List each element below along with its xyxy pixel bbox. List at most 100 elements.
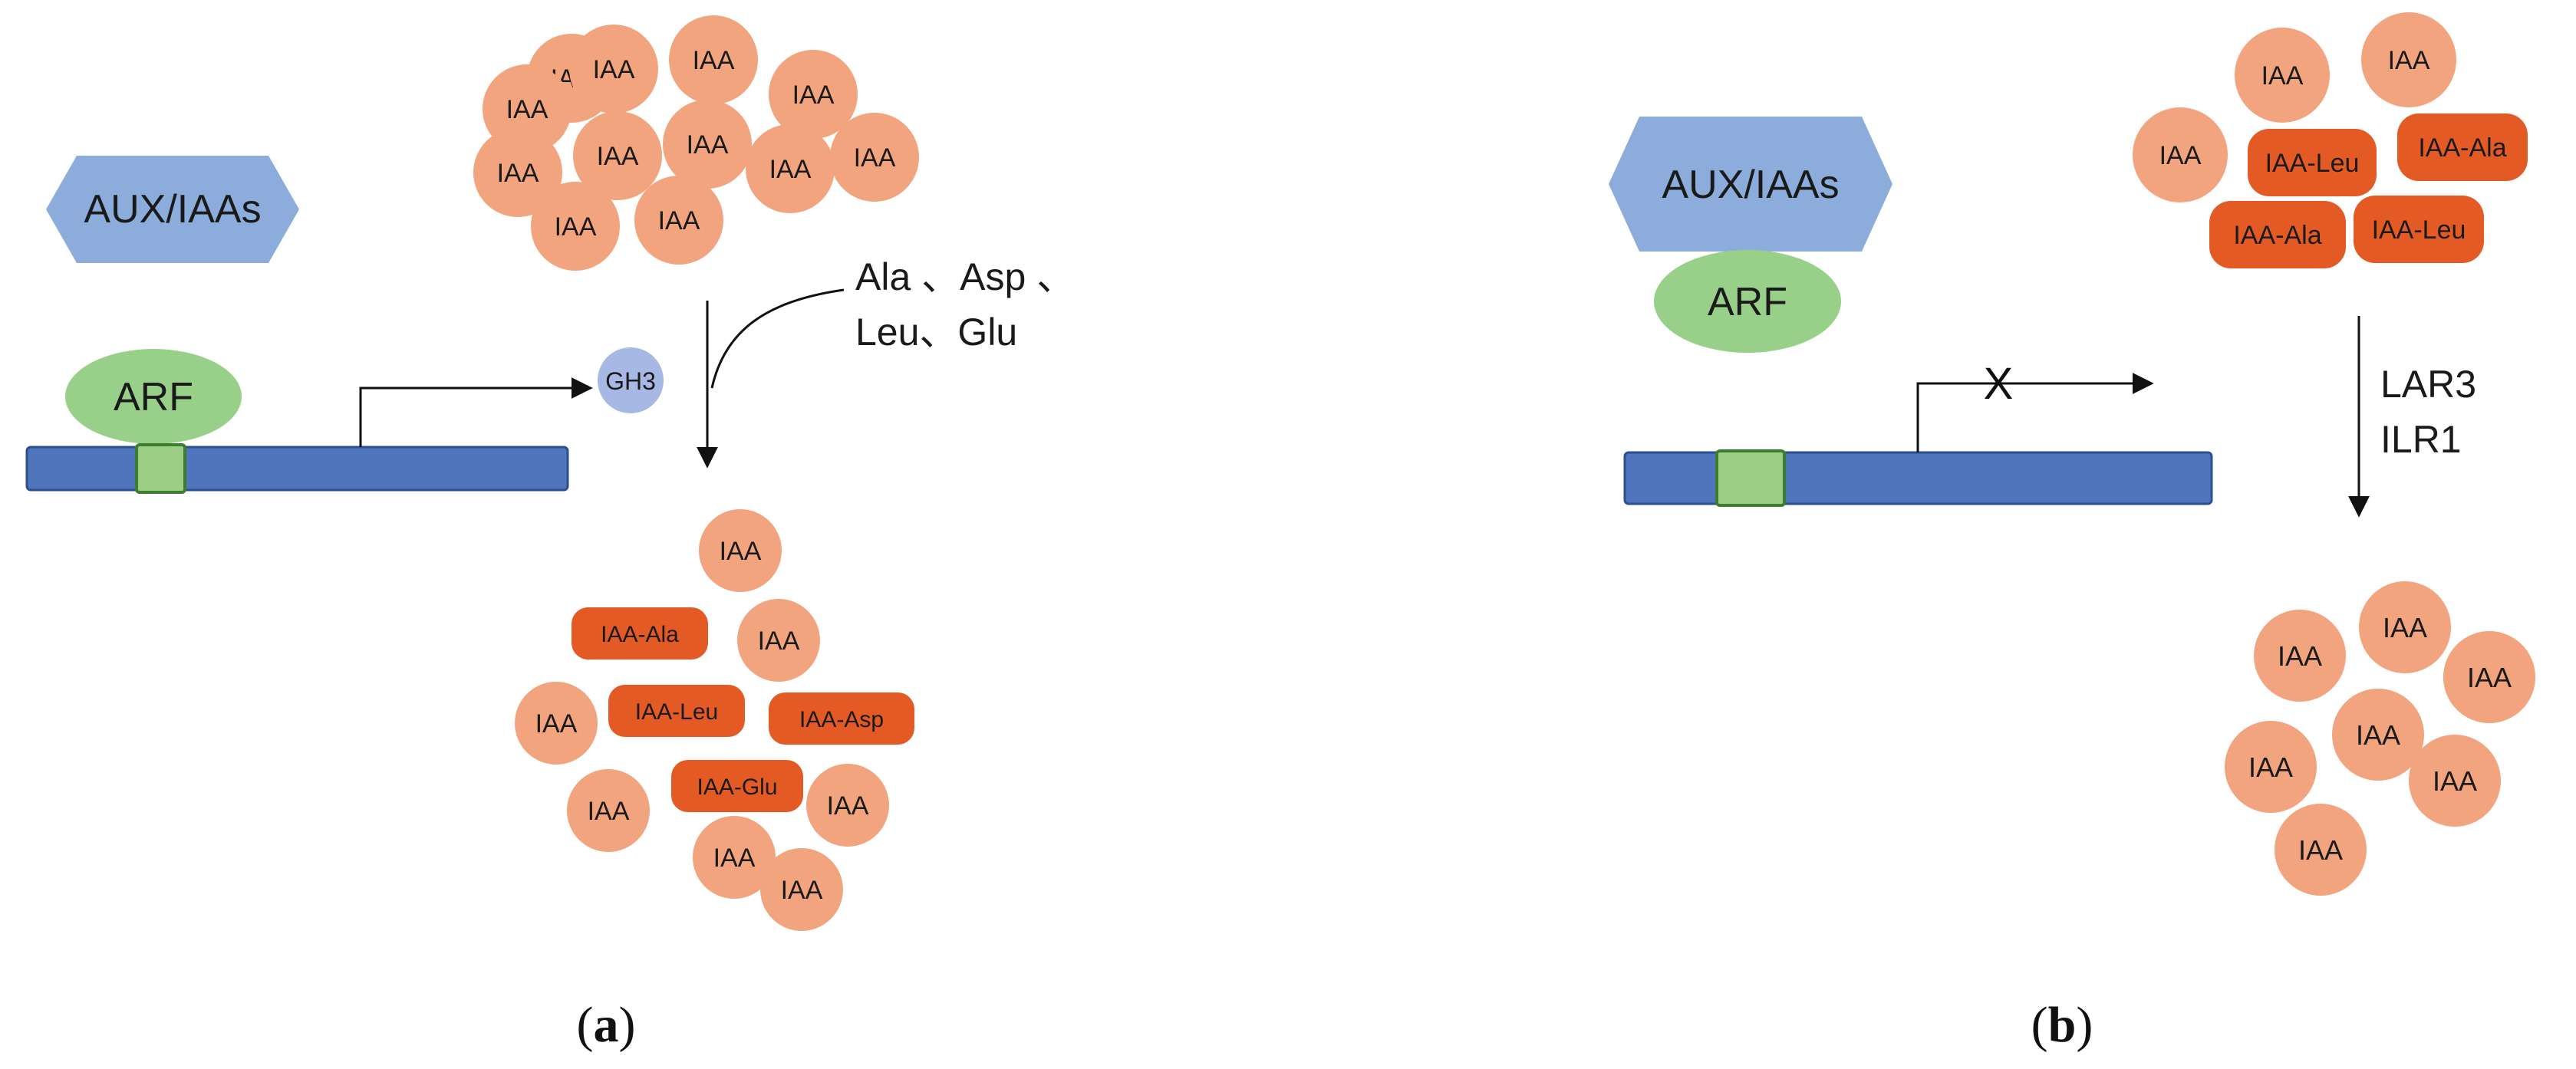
iaa-molecule: IAA bbox=[2254, 610, 2346, 702]
iaa-molecule-shape bbox=[515, 682, 598, 765]
iaa-molecule-label: IAA bbox=[720, 537, 762, 566]
iaa-molecule-label: IAA bbox=[497, 159, 539, 188]
iaa-conjugate-label: IAA-Glu bbox=[697, 775, 777, 800]
amino-acid-input-curve bbox=[710, 288, 845, 389]
aux-iaas-protein: AUX/IAAs bbox=[46, 156, 299, 263]
iaa-molecule-shape bbox=[473, 128, 562, 217]
iaa-molecule-shape bbox=[2275, 804, 2367, 896]
iaa-molecule-shape bbox=[2409, 735, 2501, 827]
iaa-molecule: IAA bbox=[2443, 631, 2535, 723]
iaa-molecule: IAA bbox=[699, 509, 782, 592]
iaa-molecule-label: IAA bbox=[2356, 719, 2400, 751]
iaa-conjugate-label: IAA-Leu bbox=[2265, 149, 2360, 178]
iaa-conjugate-label: IAA-Ala bbox=[2233, 221, 2321, 250]
iaa-conjugate: IAA-Asp bbox=[769, 692, 914, 745]
iaa-molecule: IAA bbox=[569, 25, 658, 113]
iaa-molecule-shape bbox=[634, 176, 723, 265]
arf-label: ARF bbox=[114, 375, 193, 419]
iaa-molecule: IAA bbox=[769, 50, 858, 139]
iaa-molecule-label: IAA bbox=[713, 844, 756, 873]
iaa-molecule: IAA bbox=[515, 682, 598, 765]
iaa-molecule-shape bbox=[2359, 581, 2451, 673]
iaa-conjugate-label: IAA-Leu bbox=[2372, 215, 2466, 245]
ilr1-label: ILR1 bbox=[2380, 418, 2462, 461]
iaa-molecule: IAA bbox=[473, 128, 562, 217]
gh3-circle bbox=[598, 347, 664, 413]
aux-iaas-hexagon-b bbox=[1609, 117, 1892, 252]
iaa-molecule-shape bbox=[806, 764, 889, 847]
iaa-molecule-label: IAA bbox=[2388, 46, 2430, 75]
iaa-conjugate: IAA-Leu bbox=[608, 685, 745, 737]
panel-b-caption: (b) bbox=[2031, 997, 2093, 1053]
iaa-molecule-label: IAA bbox=[658, 206, 700, 235]
iaa-molecule: IAA bbox=[2332, 689, 2424, 781]
iaa-molecule-label: IAA bbox=[593, 55, 635, 84]
arf-protein-b: ARF bbox=[1654, 250, 1841, 353]
iaa-molecule-label: IAA bbox=[769, 155, 812, 184]
iaa-molecule-shape bbox=[573, 111, 662, 200]
dna-strand-b bbox=[1623, 451, 2213, 505]
iaa-molecule-shape bbox=[567, 769, 650, 852]
iaa-molecule-shape bbox=[737, 599, 820, 682]
iaa-molecule-label: IAA bbox=[758, 627, 800, 656]
iaa-molecule: IAA bbox=[567, 769, 650, 852]
iaa-conjugate: IAA-Leu bbox=[2248, 129, 2377, 196]
iaa-conjugate-shape bbox=[769, 692, 914, 745]
iaa-conjugate-shape bbox=[2209, 201, 2346, 268]
dna-strand bbox=[25, 446, 569, 492]
iaa-molecule-shape bbox=[746, 124, 835, 213]
iaa-molecule-shape bbox=[699, 509, 782, 592]
amino-acids-line1: Ala 、Asp 、 bbox=[855, 255, 1075, 298]
iaa-molecule-label: IAA bbox=[2278, 640, 2322, 672]
iaa-conjugate: IAA-Glu bbox=[671, 760, 803, 812]
iaa-molecule-shape bbox=[2443, 631, 2535, 723]
iaa-molecule-label: IAA bbox=[2248, 752, 2293, 783]
iaa-conjugate: IAA-Ala bbox=[2209, 201, 2346, 268]
gh3-label: GH3 bbox=[605, 367, 656, 395]
iaa-molecule-shape bbox=[2361, 12, 2456, 107]
iaa-molecule-shape bbox=[760, 848, 843, 931]
iaa-molecule-label: IAA bbox=[792, 81, 835, 110]
iaa-molecule-shape bbox=[769, 50, 858, 139]
iaa-molecule: IAA bbox=[2361, 12, 2456, 107]
iaa-molecule-label: IAA bbox=[854, 143, 896, 173]
iaa-conjugate: IAA-Ala bbox=[2397, 113, 2528, 181]
iaa-molecule: IAA bbox=[669, 15, 758, 104]
iaa-conjugate-label: IAA-Asp bbox=[799, 707, 884, 732]
iaa-molecule: IAA bbox=[693, 816, 776, 899]
iaa-molecule: IAA bbox=[663, 100, 752, 189]
aux-iaas-label: AUX/IAAs bbox=[84, 187, 261, 232]
iaa-molecule: IAA bbox=[2225, 721, 2317, 813]
aux-iaas-hexagon bbox=[46, 156, 299, 263]
iaa-molecule-label: IAA bbox=[555, 212, 597, 242]
iaa-molecule-label: IAA bbox=[506, 95, 548, 124]
iaa-molecule: IAA bbox=[2359, 581, 2451, 673]
lar3-label: LAR3 bbox=[2380, 363, 2476, 406]
iaa-molecule: IAA bbox=[2275, 804, 2367, 896]
iaa-molecule-label: IAA bbox=[2261, 61, 2304, 90]
iaa-molecule-shape bbox=[2254, 610, 2346, 702]
amino-acids-line2: Leu、Glu bbox=[855, 311, 1017, 354]
iaa-conjugate-shape bbox=[2397, 113, 2528, 181]
transcription-arrow bbox=[359, 377, 593, 447]
iaa-molecule: IAA bbox=[830, 113, 919, 202]
promoter-element bbox=[135, 443, 186, 494]
iaa-molecule-shape bbox=[669, 15, 758, 104]
iaa-conjugate-shape bbox=[572, 607, 708, 659]
iaa-molecule-shape bbox=[2235, 28, 2330, 123]
iaa-molecule-shape bbox=[830, 113, 919, 202]
iaa-conjugate-label: IAA-Ala bbox=[2418, 133, 2506, 163]
iaa-conjugate-shape bbox=[2354, 196, 2484, 263]
iaa-conjugate: IAA-Ala bbox=[572, 607, 708, 659]
iaa-molecule-label: IAA bbox=[535, 709, 578, 738]
aux-iaas-protein-b: AUX/IAAs bbox=[1609, 117, 1892, 252]
arf-ellipse-b bbox=[1654, 250, 1841, 353]
iaa-conjugate-label: IAA-Leu bbox=[635, 699, 718, 725]
panel-a-caption: (a) bbox=[577, 997, 636, 1053]
